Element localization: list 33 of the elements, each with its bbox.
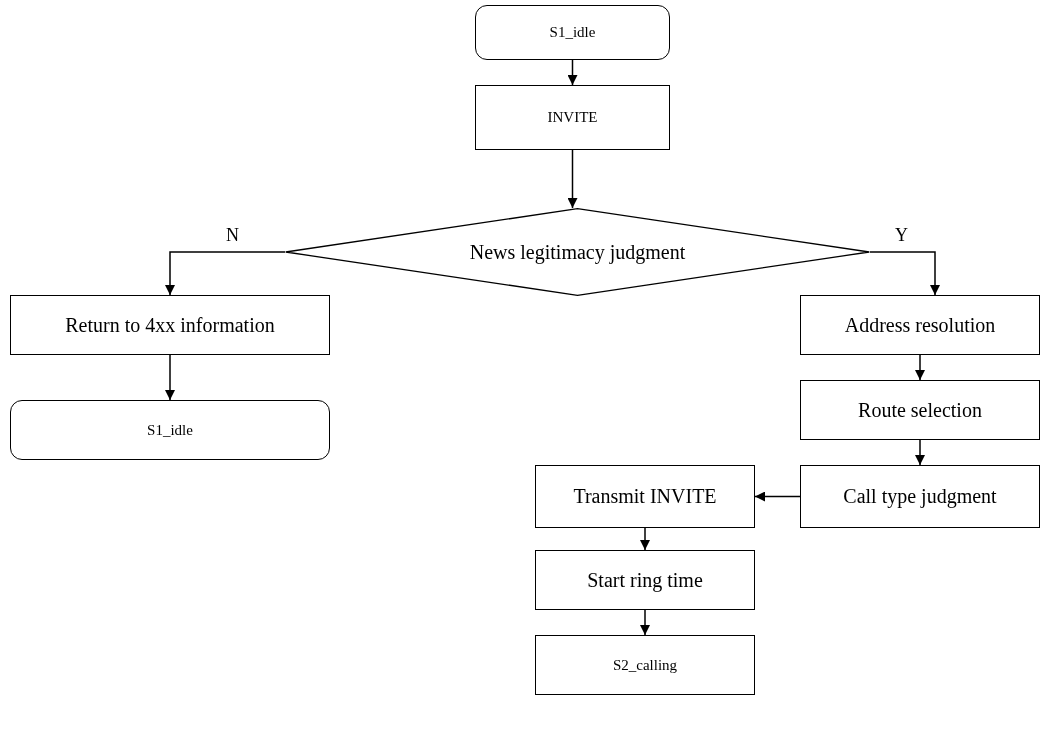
process-box — [800, 380, 1040, 440]
process-box — [800, 295, 1040, 355]
arrow — [640, 527, 650, 551]
node-label: S2_calling — [611, 655, 679, 675]
node-label: Address resolution — [843, 312, 997, 338]
arrow — [165, 251, 286, 296]
process-box — [535, 550, 755, 610]
terminal-box — [475, 5, 670, 60]
arrow — [567, 149, 578, 209]
arrow — [915, 354, 925, 381]
process-box — [800, 465, 1040, 528]
node-label: Start ring time — [586, 567, 704, 593]
arrow — [915, 439, 925, 466]
arrow — [567, 59, 578, 86]
arrow — [754, 491, 801, 502]
terminal-box — [10, 400, 330, 460]
process-box — [475, 85, 670, 150]
process-box — [10, 295, 330, 355]
node-label: Call type judgment — [842, 484, 998, 509]
arrow — [869, 251, 940, 296]
node-label: Route selection — [857, 397, 983, 423]
node-label: Transmit INVITE — [572, 484, 718, 509]
node-label: INVITE — [546, 108, 599, 127]
edge-label: N — [224, 226, 241, 244]
node-label: News legitimacy judgment — [468, 239, 687, 265]
process-box — [535, 465, 755, 528]
node-label: S1_idle — [548, 23, 597, 42]
edge-label: Y — [893, 226, 910, 244]
arrow — [640, 609, 650, 636]
node-label: Return to 4xx information — [64, 312, 276, 338]
process-box — [535, 635, 755, 695]
arrow — [165, 354, 175, 401]
node-label: S1_idle — [146, 420, 194, 440]
